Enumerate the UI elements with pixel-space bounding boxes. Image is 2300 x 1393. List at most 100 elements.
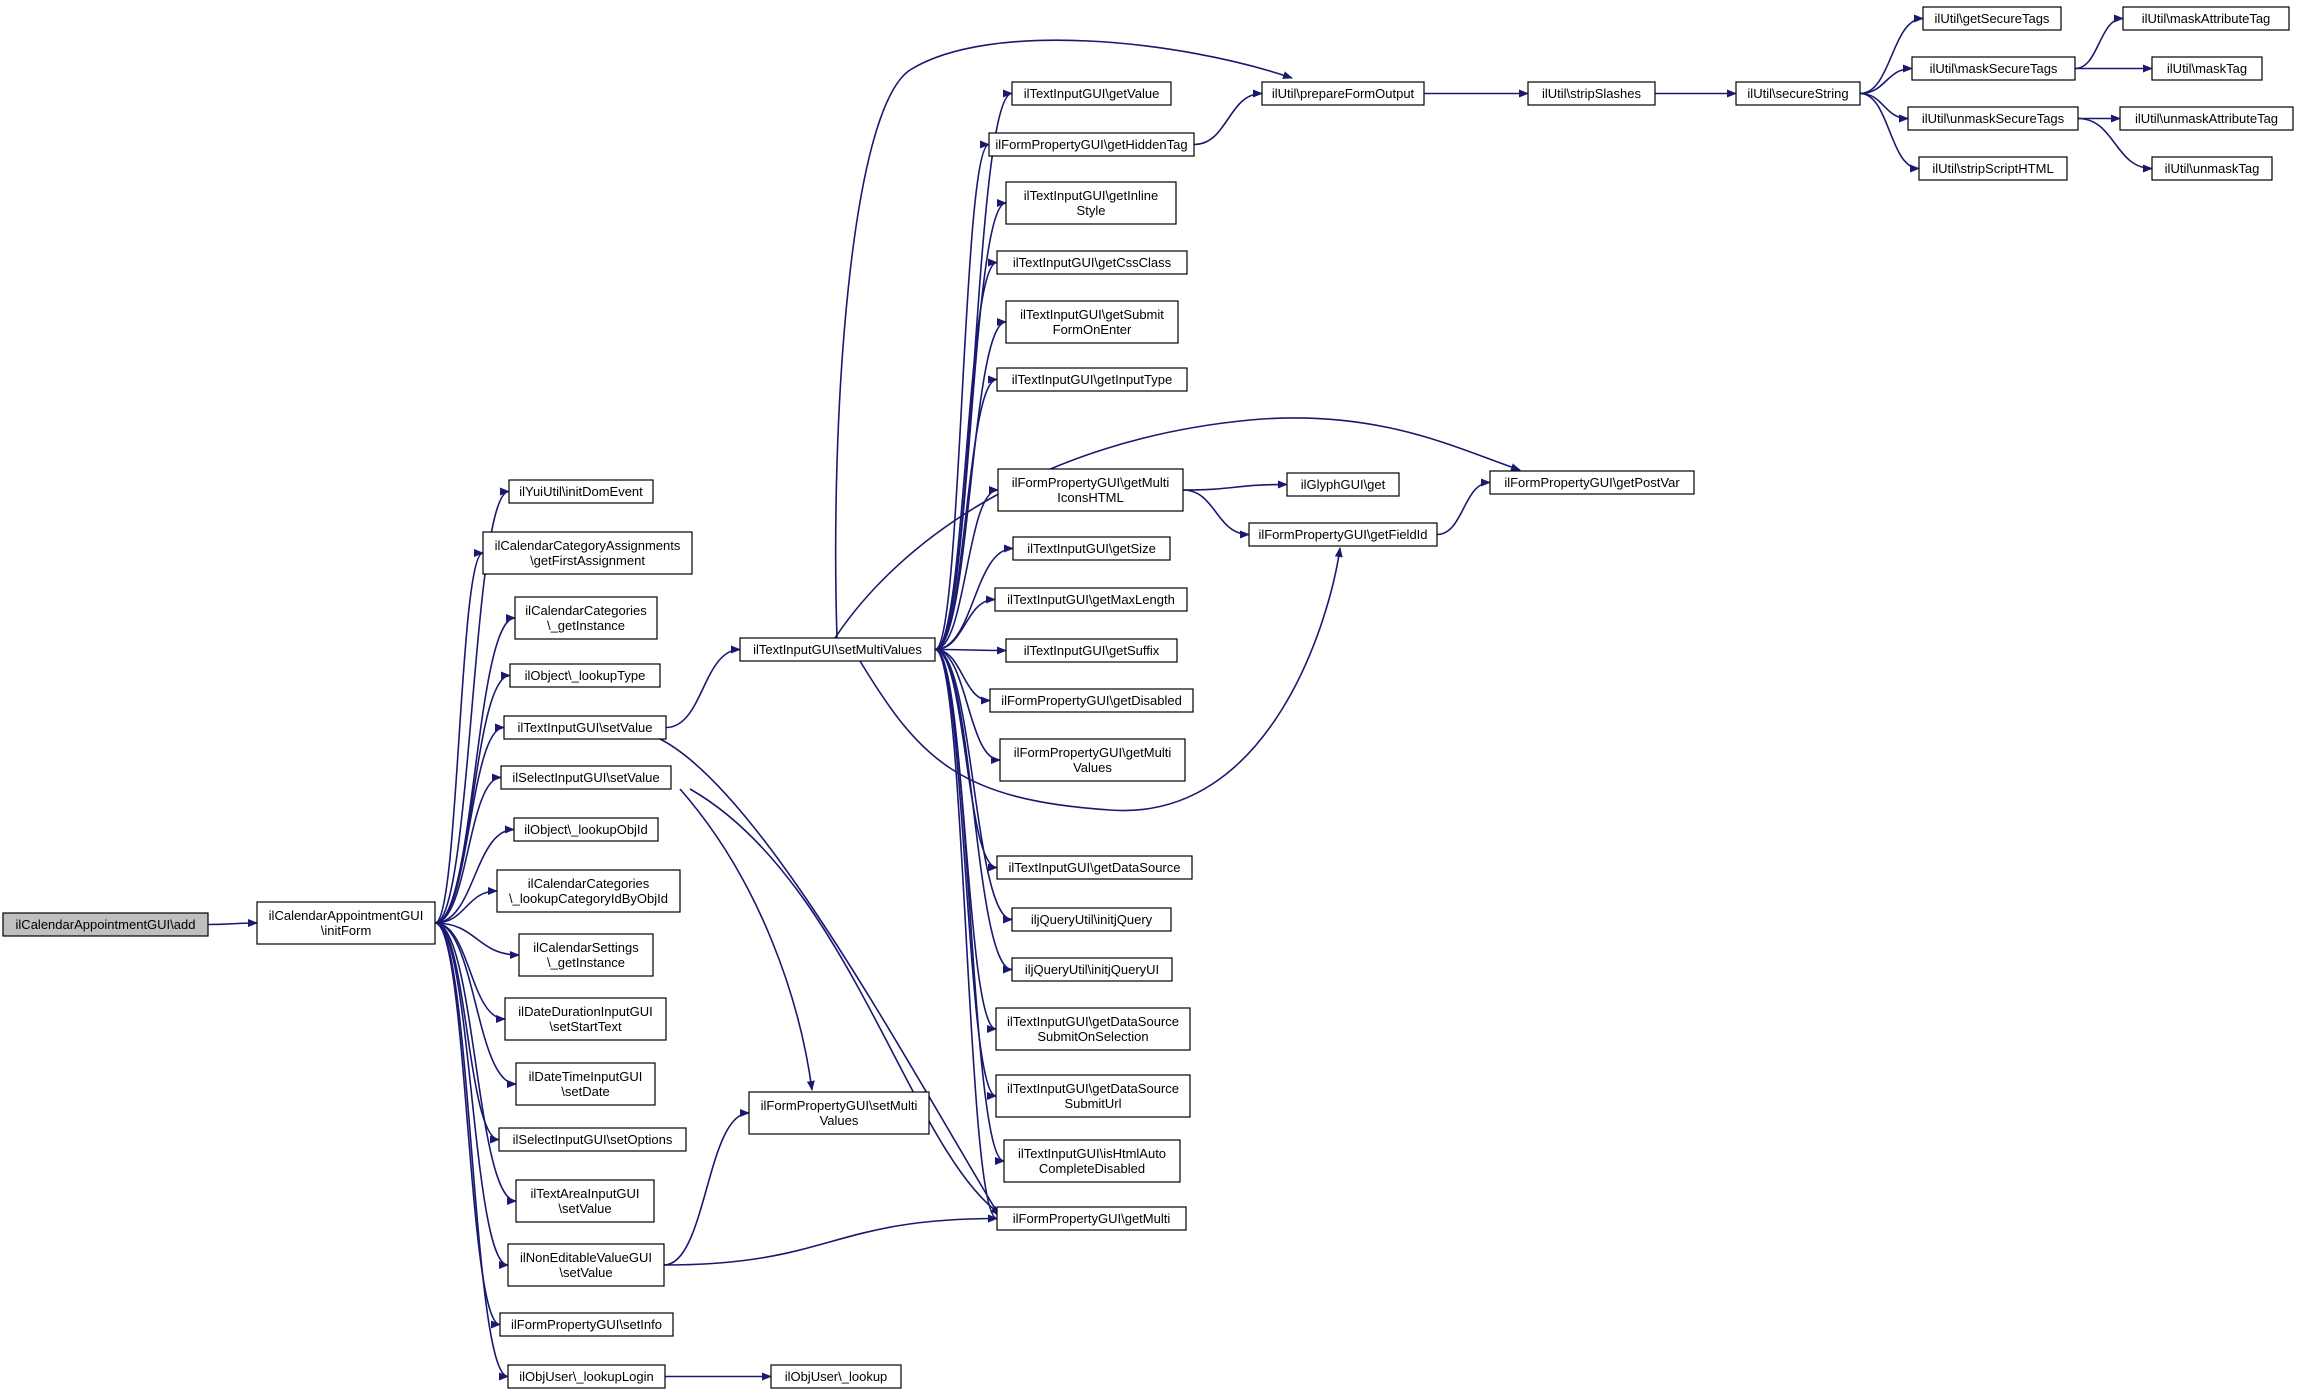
node-fieldId[interactable]: ilFormPropertyGUI\getFieldId	[1248, 522, 1438, 547]
node-jqui[interactable]: iljQueryUtil\initjQueryUI	[1011, 957, 1173, 982]
node-calSettings[interactable]: ilCalendarSettings\_getInstance	[518, 933, 654, 977]
node-label: ilObjUser\_lookupLogin	[519, 1369, 653, 1384]
node-tiGetValue[interactable]: ilTextInputGUI\getValue	[1011, 81, 1172, 106]
node-box	[1261, 81, 1425, 106]
node-label: ilSelectInputGUI\setValue	[512, 770, 659, 785]
node-siSetOptions[interactable]: ilSelectInputGUI\setOptions	[498, 1127, 687, 1152]
node-yui[interactable]: ilYuiUtil\initDomEvent	[508, 479, 654, 504]
node-label: ilTextInputGUI\getCssClass	[1013, 255, 1172, 270]
node-prepForm[interactable]: ilUtil\prepareFormOutput	[1261, 81, 1425, 106]
node-postVar[interactable]: ilFormPropertyGUI\getPostVar	[1489, 470, 1695, 495]
node-label: ilUtil\prepareFormOutput	[1272, 86, 1415, 101]
node-dateDur[interactable]: ilDateDurationInputGUI\setStartText	[504, 997, 667, 1041]
node-setInfo[interactable]: ilFormPropertyGUI\setInfo	[499, 1312, 674, 1337]
node-label: ilTextInputGUI\getDataSource	[1009, 860, 1181, 875]
node-label: ilFormPropertyGUI\getMulti	[1012, 475, 1170, 490]
node-fpHidden[interactable]: ilFormPropertyGUI\getHiddenTag	[988, 132, 1195, 157]
node-dateTime[interactable]: ilDateTimeInputGUI\setDate	[515, 1062, 656, 1106]
node-box	[2, 912, 209, 937]
node-fpDisabled[interactable]: ilFormPropertyGUI\getDisabled	[989, 688, 1194, 713]
edge-initForm-to-calSettings	[434, 922, 520, 959]
node-maskTag[interactable]: ilUtil\maskTag	[2151, 56, 2263, 81]
node-box	[994, 587, 1188, 612]
node-catInst[interactable]: ilCalendarCategories\_getInstance	[514, 596, 658, 640]
node-siSetValue[interactable]: ilSelectInputGUI\setValue	[500, 765, 672, 790]
node-tiCss[interactable]: ilTextInputGUI\getCssClass	[996, 250, 1188, 275]
node-label: ilFormPropertyGUI\getMulti	[1014, 745, 1172, 760]
node-tiInputType[interactable]: ilTextInputGUI\getInputType	[996, 367, 1188, 392]
node-unmaskSecure[interactable]: ilUtil\unmaskSecureTags	[1907, 106, 2079, 131]
node-objLookup[interactable]: ilObjUser\_lookup	[770, 1364, 902, 1389]
node-label: ilCalendarCategories	[528, 876, 650, 891]
node-label: ilFormPropertyGUI\setMulti	[761, 1098, 918, 1113]
node-label: ilTextInputGUI\getSuffix	[1024, 643, 1160, 658]
edge-tiSetMulti-to-fieldId	[859, 547, 1343, 812]
edge-tiSetMulti-to-fpGetMultiValues	[934, 648, 1001, 764]
node-maskAttr[interactable]: ilUtil\maskAttributeTag	[2122, 6, 2290, 31]
node-label: ilTextInputGUI\getSize	[1027, 541, 1156, 556]
node-lookupObjId[interactable]: ilObject\_lookupObjId	[513, 817, 659, 842]
node-lookupType[interactable]: ilObject\_lookupType	[509, 663, 661, 688]
node-secure[interactable]: ilUtil\secureString	[1735, 81, 1861, 106]
nodes-layer: ilCalendarAppointmentGUI\add ilCalendarAp…	[2, 6, 2294, 1389]
edge-initForm-to-tiSetValue	[434, 723, 505, 924]
node-tiMaxLen[interactable]: ilTextInputGUI\getMaxLength	[994, 587, 1188, 612]
edge-tiSetMulti-to-tiHtmlAuto	[934, 648, 1005, 1165]
node-tiDataSource[interactable]: ilTextInputGUI\getDataSource	[996, 855, 1193, 880]
node-label: Style	[1077, 203, 1106, 218]
edge-initForm-to-dateTime	[434, 922, 517, 1088]
node-label: ilTextInputGUI\getInline	[1024, 188, 1158, 203]
node-unmaskTag[interactable]: ilUtil\unmaskTag	[2151, 156, 2273, 181]
node-fpSetMulti[interactable]: ilFormPropertyGUI\setMultiValues	[748, 1091, 930, 1135]
node-label: ilTextInputGUI\isHtmlAuto	[1018, 1146, 1166, 1161]
node-box	[513, 817, 659, 842]
node-label: SubmitOnSelection	[1037, 1029, 1148, 1044]
node-unmaskAttr[interactable]: ilUtil\unmaskAttributeTag	[2119, 106, 2294, 131]
node-tiDSSel[interactable]: ilTextInputGUI\getDataSourceSubmitOnSele…	[995, 1007, 1191, 1051]
edge-tiSetMulti-to-tiDSUrl	[934, 648, 997, 1100]
node-box	[496, 869, 681, 913]
node-tiSetMulti[interactable]: ilTextInputGUI\setMultiValues	[739, 637, 936, 662]
node-box	[995, 1074, 1191, 1118]
node-root[interactable]: ilCalendarAppointmentGUI\add	[2, 912, 209, 937]
node-getSecure[interactable]: ilUtil\getSecureTags	[1922, 6, 2062, 31]
node-textArea[interactable]: ilTextAreaInputGUI\setValue	[515, 1179, 655, 1223]
node-box	[518, 933, 654, 977]
edge-tiSetMulti-to-postVar	[834, 417, 1521, 639]
edge-tiSetMulti-to-jqui	[934, 648, 1013, 974]
node-fpGetMulti[interactable]: ilFormPropertyGUI\getMulti	[996, 1206, 1187, 1231]
node-stripScript[interactable]: ilUtil\stripScriptHTML	[1918, 156, 2068, 181]
edge-fieldId-to-postVar	[1436, 478, 1491, 536]
edge-tiSetMulti-to-jq	[934, 648, 1013, 924]
node-label: ilCalendarCategoryAssignments	[495, 538, 681, 553]
node-box	[989, 688, 1194, 713]
node-label: FormOnEnter	[1053, 322, 1132, 337]
node-catAssign[interactable]: ilCalendarCategoryAssignments\getFirstAs…	[482, 531, 693, 575]
node-tiSetValue[interactable]: ilTextInputGUI\setValue	[503, 715, 667, 740]
node-glyph[interactable]: ilGlyphGUI\get	[1286, 472, 1400, 497]
node-label: ilTextInputGUI\getValue	[1024, 86, 1160, 101]
node-tiHtmlAuto[interactable]: ilTextInputGUI\isHtmlAutoCompleteDisable…	[1003, 1139, 1181, 1183]
node-tiSuffix[interactable]: ilTextInputGUI\getSuffix	[1005, 638, 1178, 663]
node-catLookup[interactable]: ilCalendarCategories\_lookupCategoryIdBy…	[496, 869, 681, 913]
node-maskSecure[interactable]: ilUtil\maskSecureTags	[1911, 56, 2076, 81]
node-label: \getFirstAssignment	[530, 553, 645, 568]
node-box	[256, 901, 436, 945]
node-jq[interactable]: iljQueryUtil\initjQuery	[1011, 907, 1172, 932]
edge-tiSetMulti-to-fpGetMulti	[934, 648, 998, 1223]
node-box	[1011, 957, 1173, 982]
node-initForm[interactable]: ilCalendarAppointmentGUI\initForm	[256, 901, 436, 945]
node-box	[999, 738, 1186, 782]
node-strip[interactable]: ilUtil\stripSlashes	[1527, 81, 1656, 106]
edge-initForm-to-yui	[434, 487, 510, 924]
node-tiSize[interactable]: ilTextInputGUI\getSize	[1012, 536, 1171, 561]
node-lookupLogin[interactable]: ilObjUser\_lookupLogin	[507, 1364, 666, 1389]
node-nonEdit[interactable]: ilNonEditableValueGUI\setValue	[507, 1243, 665, 1287]
node-box	[498, 1127, 687, 1152]
edge-initForm-to-siSetValue	[434, 773, 502, 924]
